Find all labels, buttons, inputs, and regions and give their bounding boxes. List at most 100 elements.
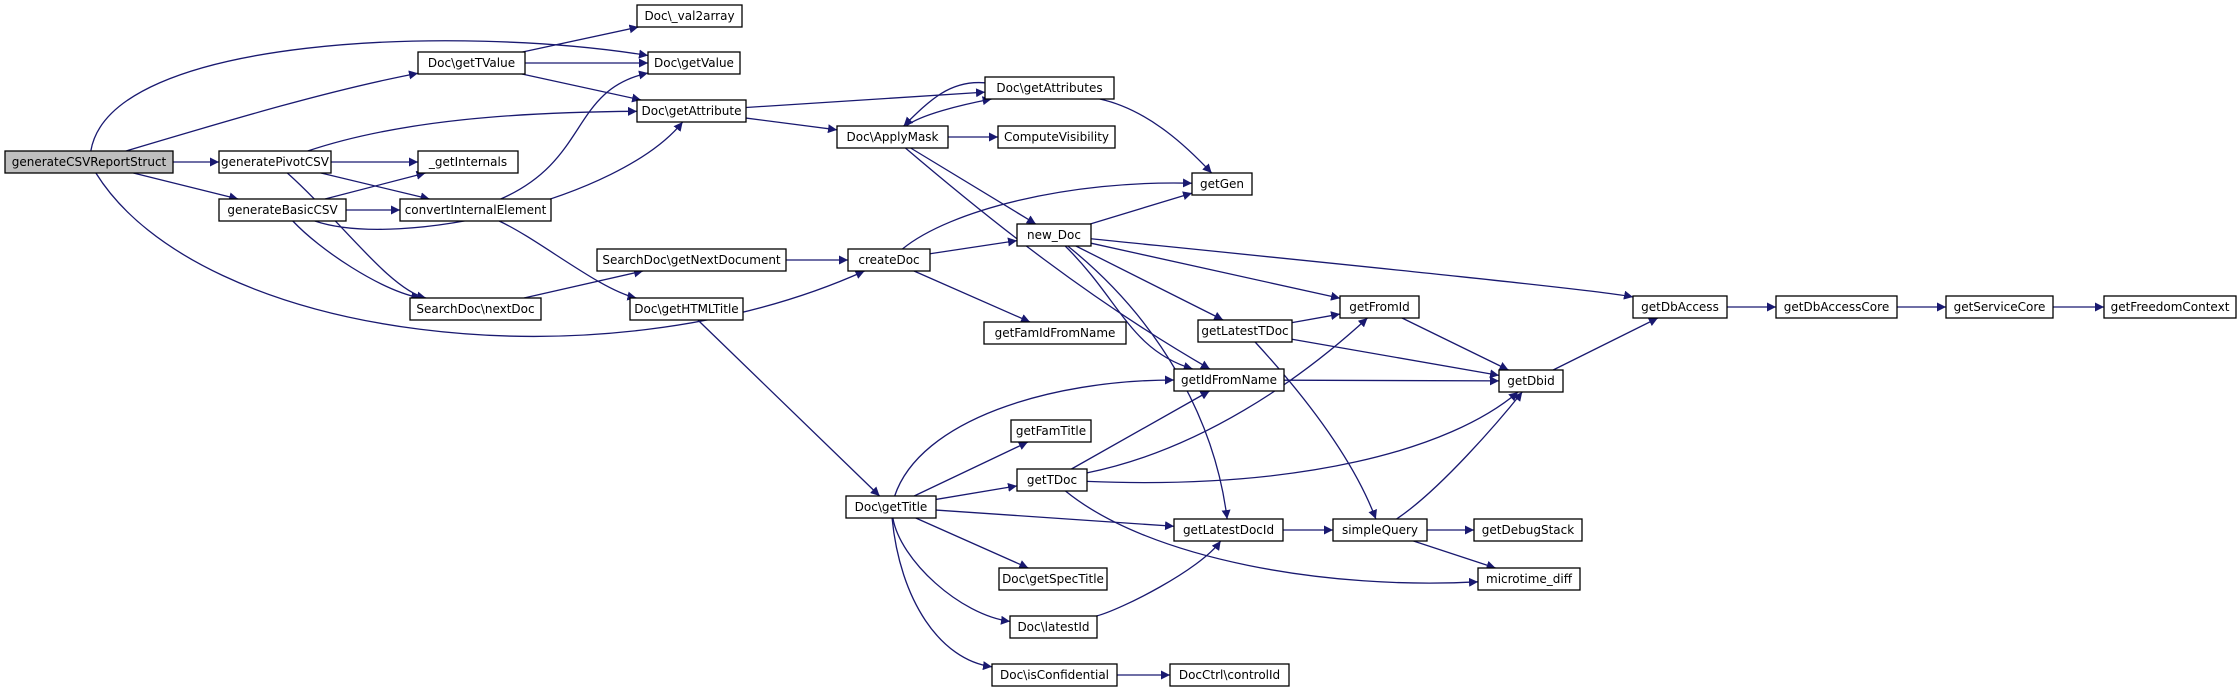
node-ctrl[interactable]: DocCtrl\controlId <box>1169 663 1290 687</box>
node-box <box>1016 468 1088 492</box>
node-snd[interactable]: SearchDoc\nextDoc <box>409 297 542 321</box>
node-box <box>1473 518 1583 542</box>
node-gfi[interactable]: getFromId <box>1339 295 1420 319</box>
node-nd[interactable]: new_Doc <box>1016 223 1092 247</box>
node-gint[interactable]: _getInternals <box>417 150 519 174</box>
node-label: _getInternals <box>428 155 507 169</box>
node-am[interactable]: Doc\ApplyMask <box>836 125 949 149</box>
edge-gtitle-to-gtd <box>935 482 1018 501</box>
node-label: Doc\getHTMLTitle <box>634 302 738 316</box>
node-label: getLatestDocId <box>1183 523 1274 537</box>
edge-gtitle-to-gst <box>915 517 1029 569</box>
node-box <box>1169 663 1290 687</box>
node-gpiv[interactable]: generatePivotCSV <box>218 150 332 174</box>
node-label: SearchDoc\getNextDocument <box>602 253 781 267</box>
node-box <box>1009 615 1098 639</box>
node-gbas[interactable]: generateBasicCSV <box>218 198 347 222</box>
node-gldi[interactable]: getLatestDocId <box>1173 518 1284 542</box>
node-label: Doc\ApplyMask <box>846 130 938 144</box>
node-ght[interactable]: Doc\getHTMLTitle <box>629 297 744 321</box>
edge-gltd-to-sq <box>1254 341 1377 520</box>
edge-gbas-to-gint <box>324 170 426 200</box>
node-gtv[interactable]: Doc\getTValue <box>417 51 526 75</box>
edge-root-to-gv <box>90 40 649 152</box>
node-label: getServiceCore <box>1954 300 2046 314</box>
edge-root-to-gtv <box>125 70 419 152</box>
node-box <box>629 297 744 321</box>
node-gsc[interactable]: getServiceCore <box>1945 295 2054 319</box>
node-gdbid[interactable]: getDbid <box>1498 369 1564 393</box>
edge-nd-to-ggen <box>1090 191 1193 225</box>
node-gfc[interactable]: getFreedomContext <box>2103 295 2237 319</box>
node-box <box>417 51 526 75</box>
node-mtd[interactable]: microtime_diff <box>1477 567 1581 591</box>
node-gattr[interactable]: Doc\getAttribute <box>636 99 747 123</box>
edge-gltd-to-gfi <box>1291 311 1341 324</box>
node-gtd[interactable]: getTDoc <box>1016 468 1088 492</box>
node-label: ComputeVisibility <box>1004 130 1109 144</box>
edge-gattrs-to-ggen <box>1099 98 1213 174</box>
edge-gdbid-to-gdba <box>1552 317 1659 371</box>
node-label: getGen <box>1200 177 1244 191</box>
node-cie[interactable]: convertInternalElement <box>399 198 552 222</box>
node-sq[interactable]: simpleQuery <box>1332 518 1428 542</box>
node-gft[interactable]: getFamTitle <box>1010 419 1092 443</box>
node-label: generateCSVReportStruct <box>12 155 167 169</box>
node-label: Doc\getValue <box>654 56 734 70</box>
node-box <box>1197 319 1293 343</box>
edge-gattr-to-gattrs <box>745 88 986 109</box>
node-cv[interactable]: ComputeVisibility <box>997 125 1116 149</box>
edge-cie-to-gv <box>500 70 649 200</box>
node-gdba[interactable]: getDbAccess <box>1632 295 1728 319</box>
edge-cd-to-nd <box>929 237 1018 255</box>
node-label: getFamTitle <box>1016 424 1086 438</box>
node-box <box>1477 567 1581 591</box>
node-v2a[interactable]: Doc\_val2array <box>636 4 743 28</box>
node-label: getFreedomContext <box>2111 300 2230 314</box>
node-box <box>1632 295 1728 319</box>
node-ggen[interactable]: getGen <box>1191 172 1253 196</box>
edge-nd-to-gifn <box>1064 245 1193 371</box>
node-box <box>983 321 1127 345</box>
node-gtitle[interactable]: Doc\getTitle <box>845 495 937 519</box>
edge-lid-to-gldi <box>1096 540 1222 617</box>
node-gltd[interactable]: getLatestTDoc <box>1197 319 1293 343</box>
edge-am-to-gattrs <box>905 96 992 127</box>
node-root[interactable]: generateCSVReportStruct <box>4 150 174 174</box>
node-label: new_Doc <box>1027 228 1081 242</box>
edge-gtv-to-v2a <box>522 24 639 53</box>
node-box <box>1191 172 1253 196</box>
node-box <box>596 248 787 272</box>
node-box <box>847 248 931 272</box>
edge-gtv-to-gattr <box>521 73 642 103</box>
edge-gattr-to-am <box>745 117 838 134</box>
node-box <box>1173 368 1285 392</box>
node-label: Doc\latestId <box>1017 620 1089 634</box>
node-box <box>218 150 332 174</box>
node-cd[interactable]: createDoc <box>847 248 931 272</box>
node-gattrs[interactable]: Doc\getAttributes <box>984 76 1115 100</box>
node-box <box>984 76 1115 100</box>
edge-gtitle-to-gft <box>913 441 1029 497</box>
node-label: microtime_diff <box>1486 572 1573 586</box>
node-box <box>997 125 1116 149</box>
node-sgnd[interactable]: SearchDoc\getNextDocument <box>596 248 787 272</box>
node-conf[interactable]: Doc\isConfidential <box>991 663 1118 687</box>
node-lid[interactable]: Doc\latestId <box>1009 615 1098 639</box>
node-label: Doc\isConfidential <box>1000 668 1109 682</box>
node-gv[interactable]: Doc\getValue <box>647 51 741 75</box>
node-gst[interactable]: Doc\getSpecTitle <box>998 567 1108 591</box>
node-label: getDebugStack <box>1482 523 1574 537</box>
node-gfifn[interactable]: getFamIdFromName <box>983 321 1127 345</box>
node-gds[interactable]: getDebugStack <box>1473 518 1583 542</box>
node-label: Doc\getTitle <box>855 500 928 514</box>
edge-gltd-to-gdbid <box>1291 338 1500 379</box>
node-gifn[interactable]: getIdFromName <box>1173 368 1285 392</box>
edge-gbas-to-snd <box>292 220 421 301</box>
edge-gtitle-to-lid <box>892 517 1011 625</box>
edge-ght-to-gtitle <box>697 319 881 497</box>
edge-gtitle-to-gifn <box>894 375 1175 497</box>
node-box <box>1173 518 1284 542</box>
node-gdbac[interactable]: getDbAccessCore <box>1775 295 1898 319</box>
